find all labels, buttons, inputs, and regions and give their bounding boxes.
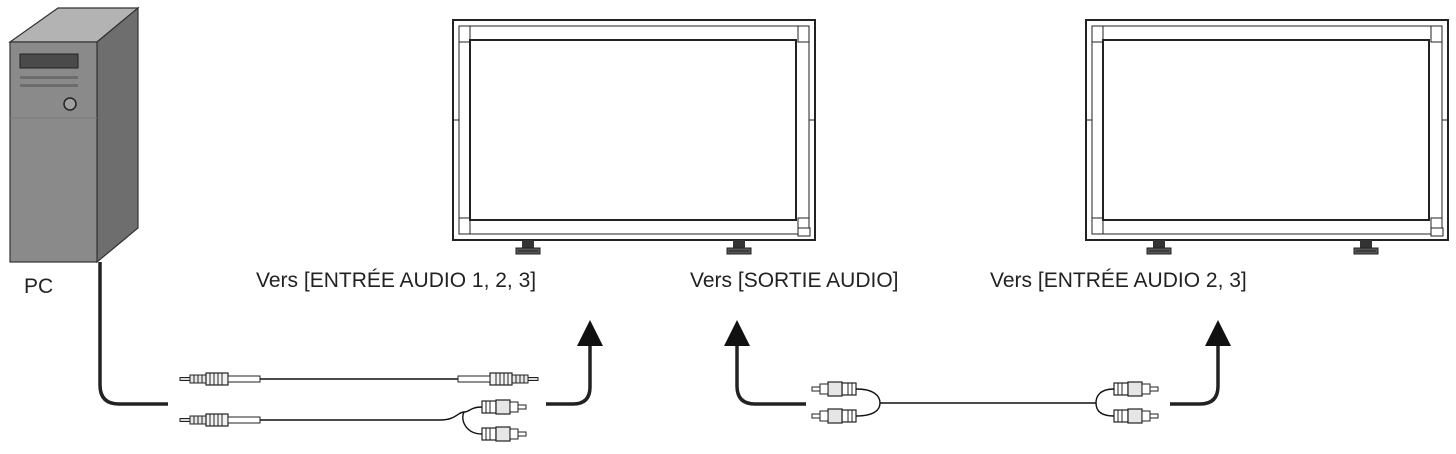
rca-plug-icon xyxy=(811,381,857,397)
arrow-to-input-1 xyxy=(546,320,603,406)
rca-plug-icon xyxy=(1113,381,1159,397)
monitor-2-audio-input-label: Vers [ENTRÉE AUDIO 2, 3] xyxy=(990,269,1247,292)
rca-plug-icon xyxy=(481,426,527,442)
arrow-from-audio-out xyxy=(724,320,806,406)
monitor-2-foot-right xyxy=(1353,240,1379,255)
monitor-1-audio-input-label: Vers [ENTRÉE AUDIO 1, 2, 3] xyxy=(256,269,537,292)
monitor-1-audio-output-label: Vers [SORTIE AUDIO] xyxy=(690,269,899,292)
arrow-to-input-2 xyxy=(1170,320,1231,406)
rca-plug-icon xyxy=(811,408,857,424)
monitor-1-icon xyxy=(452,19,816,255)
rca-plug-icon xyxy=(1113,408,1159,424)
arrow-up-icon xyxy=(577,320,603,346)
monitor-2-icon xyxy=(1085,19,1449,255)
audio-cable-mini-to-rca xyxy=(179,399,527,442)
audio-cable-mini-to-mini xyxy=(179,372,539,386)
mini-jack-plug-icon xyxy=(179,413,261,427)
mini-jack-plug-icon xyxy=(457,372,539,386)
audio-cable-rca-to-rca xyxy=(811,381,1159,424)
rca-plug-icon xyxy=(481,399,527,415)
mini-jack-plug-icon xyxy=(179,372,261,386)
monitor-1-foot-left xyxy=(515,240,541,255)
pc-connection-line xyxy=(98,262,168,406)
arrow-up-icon xyxy=(724,320,750,346)
pc-label: PC xyxy=(24,275,54,298)
monitor-1-foot-right xyxy=(726,240,752,255)
arrow-up-icon xyxy=(1205,320,1231,346)
pc-tower-icon xyxy=(8,6,140,264)
monitor-2-foot-left xyxy=(1146,240,1172,255)
